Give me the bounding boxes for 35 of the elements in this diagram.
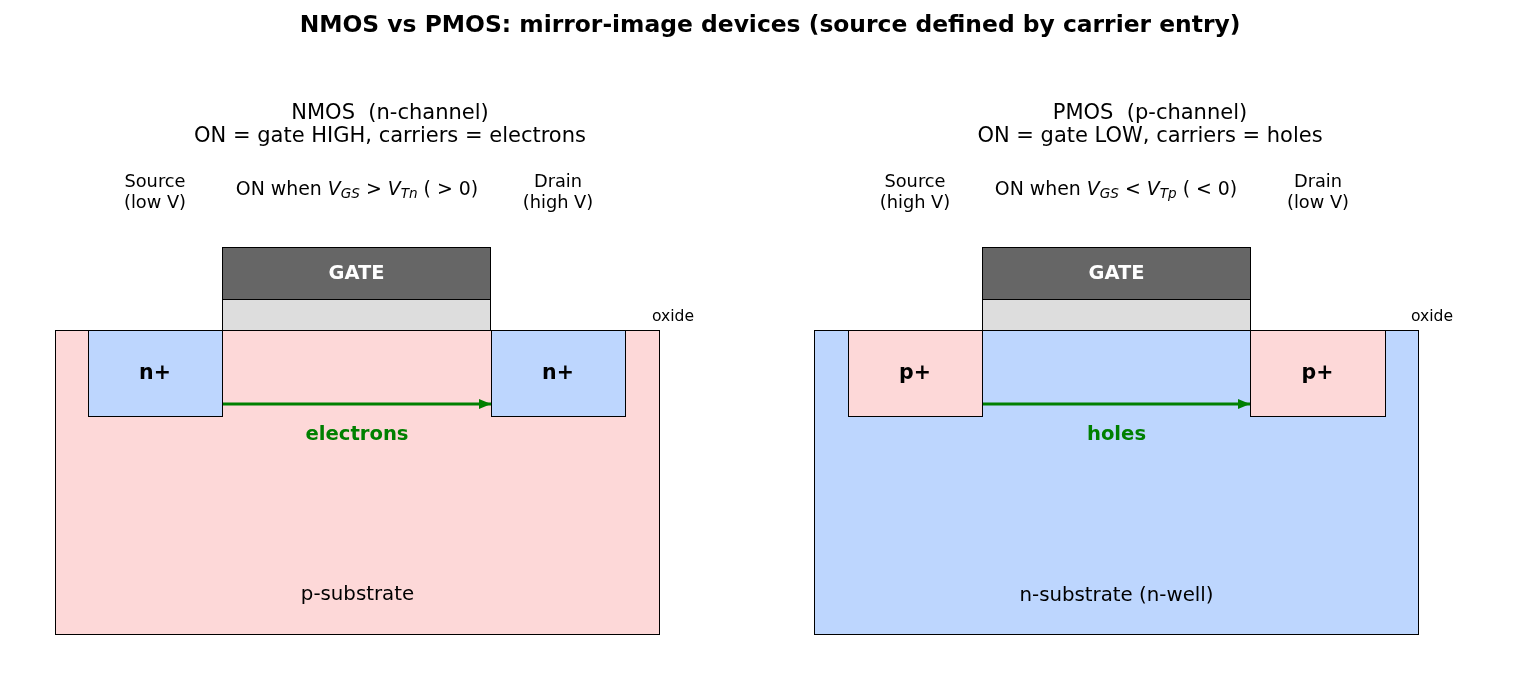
- region-label: n+: [139, 360, 171, 385]
- substrate-label: n-substrate (n-well): [1019, 583, 1214, 607]
- oxide-layer: [222, 299, 491, 331]
- region-label: p+: [899, 360, 931, 385]
- oxide-layer: [982, 299, 1251, 331]
- condition-label: ON when V$_{GS}$ < V$_{Tp}$ ( < 0): [994, 176, 1238, 200]
- condition-label: ON when V$_{GS}$ > V$_{Tn}$ ( > 0): [235, 176, 479, 200]
- device-subheading: ON = gate LOW, carriers = holes: [977, 123, 1323, 149]
- arrow: [983, 399, 1250, 409]
- terminal-label: Source (high V): [878, 169, 952, 213]
- terminal-label: Drain (low V): [1285, 169, 1351, 213]
- doped-region: [847, 329, 983, 417]
- edge-label: electrons: [305, 421, 409, 445]
- terminal-label: Drain (high V): [521, 169, 595, 213]
- edge-label: holes: [1086, 421, 1147, 445]
- gate-electrode: [222, 247, 491, 300]
- terminal-label: Source (low V): [122, 169, 188, 213]
- device-heading: NMOS (n-channel): [291, 100, 489, 126]
- layer-label: oxide: [652, 306, 695, 326]
- doped-region: [87, 329, 223, 417]
- layer-label: oxide: [1411, 306, 1454, 326]
- gate-electrode: [982, 247, 1251, 300]
- region-label: n+: [542, 360, 574, 385]
- substrate-region: [814, 330, 1419, 635]
- substrate-label: p-substrate: [300, 582, 415, 606]
- device-subheading: ON = gate HIGH, carriers = electrons: [194, 123, 586, 149]
- doped-region: [1249, 329, 1386, 417]
- gate-label: GATE: [1088, 261, 1145, 285]
- substrate-region: [55, 330, 660, 635]
- gate-label: GATE: [328, 261, 385, 285]
- device-heading: PMOS (p-channel): [1052, 100, 1248, 126]
- doped-region: [490, 329, 626, 417]
- arrow: [223, 399, 491, 409]
- region-label: p+: [1301, 360, 1334, 385]
- diagram-title: NMOS vs PMOS: mirror-image devices (source defined by carrier entry): [299, 10, 1241, 38]
